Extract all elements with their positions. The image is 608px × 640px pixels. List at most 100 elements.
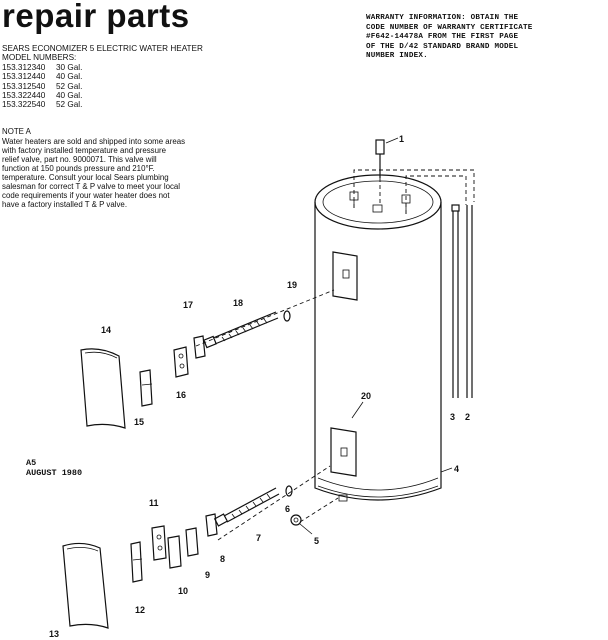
callout-17: 17	[183, 300, 193, 310]
note-line: salesman for correct T & P valve to meet…	[2, 182, 181, 191]
callout-13: 13	[49, 629, 59, 639]
callout-12: 12	[135, 605, 145, 615]
part-14-upper-access-cover	[80, 348, 126, 429]
element-tube	[226, 493, 280, 523]
cover-edge	[84, 351, 118, 359]
note-line: Water heaters are sold and shipped into …	[2, 137, 186, 146]
tank-base-band	[317, 477, 439, 491]
note-line: with factory installed temperature and p…	[2, 146, 167, 155]
callout-6: 6	[285, 504, 290, 514]
upper-thermostat	[342, 269, 350, 279]
part-5-drain-valve	[290, 514, 313, 535]
document-code: A5	[26, 458, 37, 468]
callout-19: 19	[287, 280, 297, 290]
part-13-lower-access-cover	[62, 542, 109, 629]
model-row: 153.312540 52 Gal.	[2, 82, 203, 91]
tank-top-inner	[322, 180, 434, 224]
part-16-upper-thermostat	[173, 346, 189, 378]
lower-thermostat	[340, 447, 348, 457]
document-date: AUGUST 1980	[26, 468, 83, 478]
part-2-anode-rod	[466, 205, 473, 398]
lower-assembly-centerline	[217, 465, 331, 541]
warranty-information: WARRANTY INFORMATION: OBTAIN THE CODE NU…	[366, 14, 606, 62]
element-tube	[214, 317, 279, 345]
part-17-thermostat-bracket	[193, 335, 206, 359]
callout-8: 8	[220, 554, 225, 564]
model-capacity: 52 Gal.	[56, 81, 83, 91]
warranty-line: WARRANTY INFORMATION: OBTAIN THE	[366, 14, 519, 22]
upper-assembly-centerline	[195, 289, 335, 347]
callout-3: 3	[450, 412, 455, 422]
tank-base-band-2	[317, 485, 439, 498]
model-number: 153.312540	[2, 81, 46, 91]
part-9-plate	[185, 527, 199, 557]
note-line: have a factory installed T & P valve.	[2, 200, 128, 209]
note-line: temperature. Consult your local Sears pl…	[2, 173, 169, 182]
upper-access-opening	[332, 251, 358, 301]
model-capacity: 40 Gal.	[56, 91, 83, 101]
callout-5: 5	[314, 536, 319, 546]
thermostat-terminal	[156, 534, 162, 540]
warranty-line: CODE NUMBER OF WARRANTY CERTIFICATE	[366, 23, 533, 32]
model-capacity: 52 Gal.	[56, 100, 83, 110]
element-head	[213, 513, 229, 527]
part-10-bracket	[167, 535, 182, 569]
tank-fitting	[372, 204, 383, 213]
model-capacity: 40 Gal.	[56, 72, 83, 82]
element-tube	[212, 311, 277, 339]
callout-11: 11	[149, 498, 159, 508]
water-heater-tank	[314, 174, 442, 502]
callout-10: 10	[178, 586, 188, 596]
callout-7: 7	[256, 533, 261, 543]
page-title: repair parts	[2, 0, 190, 34]
bracket-detail	[141, 383, 153, 386]
element-coil	[221, 318, 268, 342]
callout-15: 15	[134, 417, 144, 427]
warranty-line: OF THE D/42 STANDARD BRAND MODEL	[366, 42, 519, 51]
thermostat-terminal	[157, 545, 163, 551]
note-line: function at 150 pounds pressure and 210°…	[2, 164, 155, 173]
tank-top	[314, 174, 442, 230]
callout-14: 14	[101, 325, 111, 335]
thermostat-terminal	[179, 363, 185, 369]
date-block: A5 AUGUST 1980	[26, 458, 82, 478]
callout-20-leader	[351, 401, 364, 419]
product-name: SEARS ECONOMIZER 5 ELECTRIC WATER HEATER	[2, 44, 203, 53]
callout-18: 18	[233, 298, 243, 308]
pipe-route-dashed	[405, 175, 467, 214]
note-line: relief valve, part no. 9000071. This val…	[2, 155, 157, 164]
model-capacity: 30 Gal.	[56, 62, 83, 72]
element-tube	[223, 487, 277, 517]
thermostat-terminal	[178, 353, 184, 359]
part-11-lower-thermostat	[151, 525, 167, 561]
pipe-route-dashed	[353, 169, 475, 208]
part-7-lower-heating-element	[213, 487, 280, 527]
element-coil	[231, 493, 271, 519]
callout-9: 9	[205, 570, 210, 580]
note-a: NOTE A Water heaters are sold and shippe…	[2, 127, 238, 209]
model-row: 153.322440 40 Gal.	[2, 91, 203, 100]
part-19-gasket	[283, 310, 291, 322]
callout-4-leader	[440, 467, 453, 473]
element-head	[203, 335, 217, 349]
callout-4: 4	[454, 464, 459, 474]
drain-valve	[338, 494, 348, 502]
callout-20: 20	[361, 391, 371, 401]
callout-2: 2	[465, 412, 470, 422]
callout-1-leader	[385, 137, 399, 144]
model-number: 153.312440	[2, 72, 46, 82]
drain-centerline	[299, 497, 339, 523]
relief-valve-body	[375, 139, 385, 155]
models-heading: MODEL NUMBERS:	[2, 53, 77, 63]
part-6-gasket	[285, 485, 293, 497]
callout-1: 1	[399, 134, 404, 144]
lower-access-opening	[330, 427, 357, 477]
model-row: 153.312440 40 Gal.	[2, 72, 203, 81]
note-line: code requirements if your water heater d…	[2, 191, 170, 200]
model-number: 153.322440	[2, 91, 46, 101]
warranty-line: #F642-14478A FROM THE FIRST PAGE	[366, 33, 519, 42]
note-body: Water heaters are sold and shipped into …	[2, 137, 238, 209]
callout-5-leader	[299, 523, 313, 535]
drain-valve-body	[290, 514, 302, 526]
